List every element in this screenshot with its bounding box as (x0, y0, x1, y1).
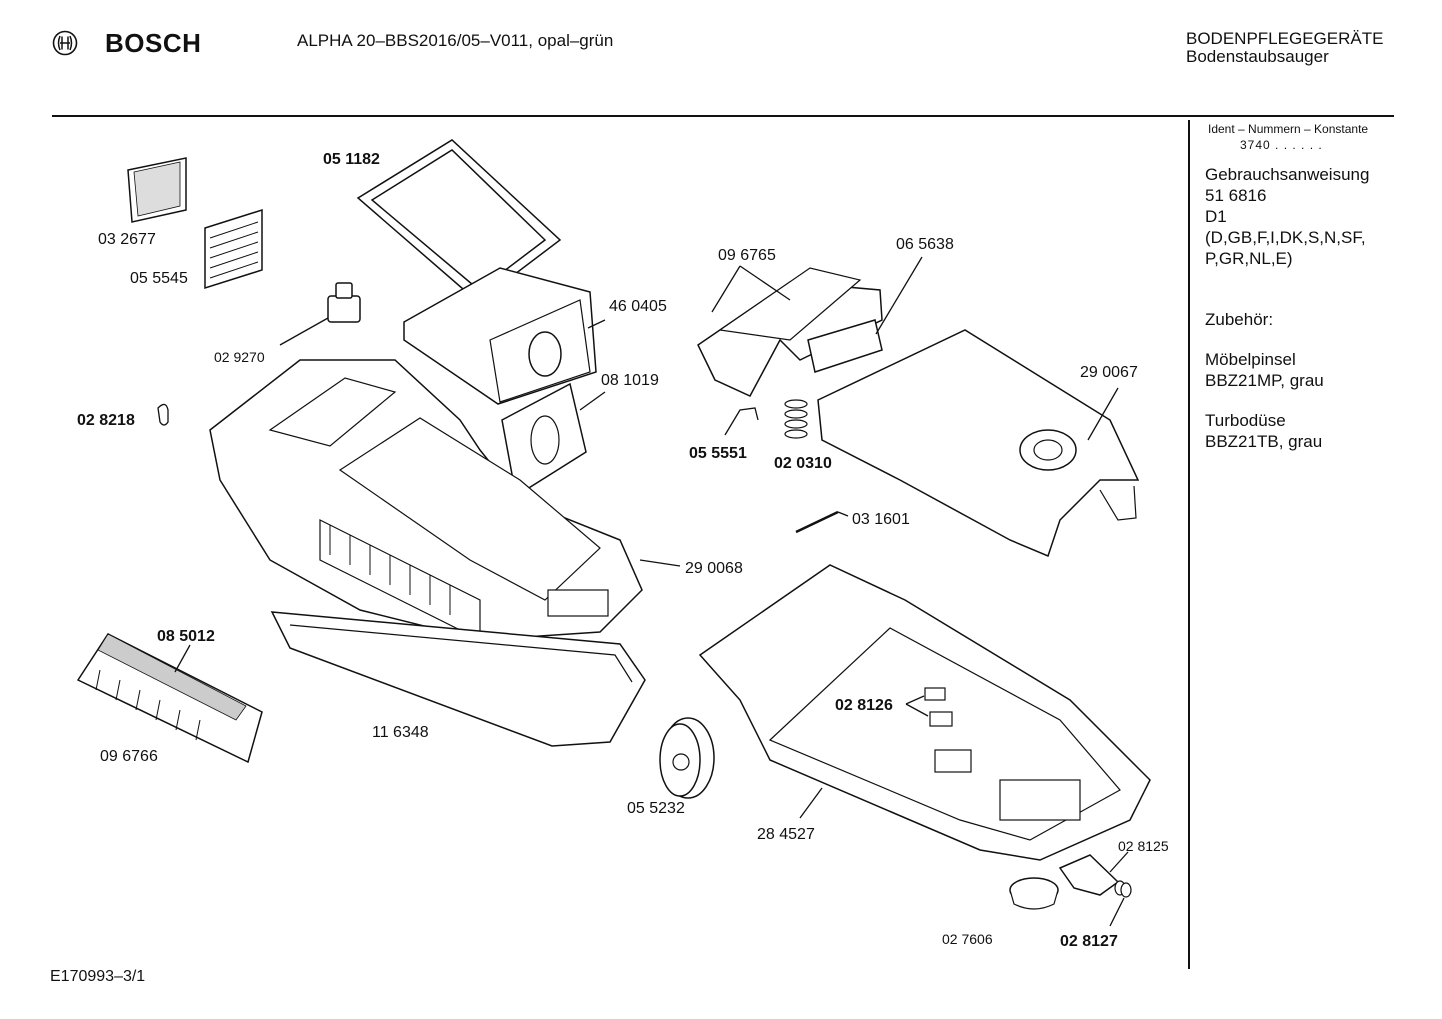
accessory-detail: BBZ21TB, grau (1205, 432, 1323, 451)
part-label: 28 4527 (757, 826, 815, 843)
accessories-label: Zubehör: (1205, 310, 1274, 329)
rotary-knob-part (1009, 877, 1059, 910)
accessory-name: Möbelpinsel (1205, 350, 1296, 369)
exploded-view-drawing: 05 1182 03 2677 05 5545 02 9270 02 8218 … (76, 139, 1169, 950)
header-divider (52, 115, 1394, 117)
brand-name: BOSCH (105, 28, 202, 58)
part-label: 09 6765 (718, 247, 776, 264)
spring-clip-part (724, 407, 759, 436)
small-spring-part (1114, 880, 1132, 898)
part-label: 09 6766 (100, 748, 158, 765)
switch-button-part (327, 282, 361, 323)
top-cover-part (817, 329, 1140, 558)
ident-label: Ident – Nummern – Konstante (1208, 122, 1369, 136)
manual-languages-2: P,GR,NL,E) (1205, 249, 1293, 268)
part-label: 11 6348 (372, 724, 429, 741)
accessory-name: Turbodüse (1205, 411, 1286, 430)
bumper-strip-part (270, 611, 646, 747)
wheel-clip-part (1058, 854, 1120, 896)
accessory-furniture-brush: Möbelpinsel BBZ21MP, grau (1205, 349, 1324, 391)
manual-info: Gebrauchsanweisung 51 6816 D1 (D,GB,F,I,… (1205, 164, 1369, 269)
base-chassis-part (698, 564, 1151, 861)
category-block: BODENPFLEGEGERÄTE Bodenstaubsauger (1186, 30, 1383, 66)
manual-number: 51 6816 (1205, 186, 1267, 205)
part-label: 29 0068 (685, 560, 743, 577)
part-label: 05 5232 (627, 800, 685, 817)
hook-clip-part (157, 403, 169, 426)
part-label: 08 5012 (157, 628, 215, 645)
part-label: 05 5545 (130, 270, 188, 287)
carry-handle-part (697, 267, 883, 397)
part-label: 05 1182 (323, 151, 380, 168)
bag-holder-part (501, 382, 587, 498)
ident-value: 3740 . . . . . . (1240, 138, 1323, 152)
part-label: 02 8126 (835, 697, 893, 714)
base-clip-part (924, 687, 953, 727)
lock-slider-part (807, 319, 883, 373)
part-label: 02 7606 (942, 931, 993, 947)
pin-part (795, 510, 839, 534)
part-label: 46 0405 (609, 298, 667, 315)
filter-grille-part (204, 208, 263, 290)
filter-pad-part (127, 157, 187, 223)
sidebar-divider (1188, 120, 1190, 969)
part-label: 08 1019 (601, 372, 659, 389)
category-title: BODENPFLEGEGERÄTE (1186, 29, 1384, 48)
part-label: 29 0067 (1080, 364, 1138, 381)
dust-bag-part (403, 267, 597, 405)
model-title: ALPHA 20–BBS2016/05–V011, opal–grün (297, 31, 614, 50)
manual-languages-1: (D,GB,F,I,DK,S,N,SF, (1205, 228, 1366, 247)
part-label: 03 2677 (98, 231, 156, 248)
part-label: 02 8218 (77, 412, 135, 429)
bosch-logo-icon (52, 30, 78, 56)
accessory-turbo-nozzle: Turbodüse BBZ21TB, grau (1205, 410, 1322, 452)
diagram-id: E170993–3/1 (50, 968, 146, 985)
manual-title: Gebrauchsanweisung (1205, 165, 1370, 184)
category-subtitle: Bodenstaubsauger (1186, 47, 1329, 66)
wheel-part (659, 717, 715, 799)
part-label: 02 8125 (1118, 838, 1169, 854)
part-label: 02 8127 (1060, 933, 1118, 950)
part-label: 02 9270 (214, 349, 265, 365)
lid-gasket-part (356, 139, 562, 303)
manual-code: D1 (1205, 207, 1227, 226)
part-label: 06 5638 (896, 236, 954, 253)
main-housing-part (209, 359, 643, 641)
front-grille-part (76, 633, 263, 764)
coil-spring-part (784, 399, 808, 439)
part-label: 03 1601 (852, 511, 910, 528)
accessory-detail: BBZ21MP, grau (1205, 371, 1324, 390)
part-label: 02 0310 (774, 455, 832, 472)
part-label: 05 5551 (689, 445, 747, 462)
